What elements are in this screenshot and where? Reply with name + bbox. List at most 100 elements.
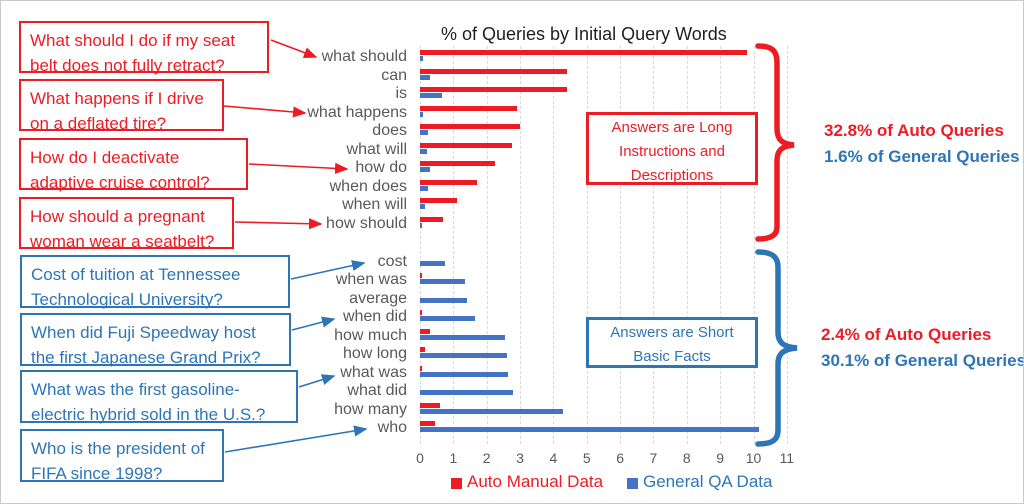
bar-auto-manual [420,421,435,427]
bar-auto-manual [420,105,517,111]
callout-line: What was the first gasoline- [31,380,240,399]
legend-label-general: General QA Data [643,472,773,491]
bar-auto-manual [420,402,440,408]
bar-auto-manual [420,328,430,334]
x-tick-label: 0 [416,450,424,466]
callout-line: the first Japanese Grand Prix? [31,348,261,367]
x-tick-label: 10 [745,450,762,466]
bar-general-qa [420,111,424,117]
x-tick-label: 1 [449,450,458,466]
summary-top: 32.8% of Auto Queries 1.6% of General Qu… [824,118,1020,170]
gridline [586,46,588,446]
bar-general-qa [420,148,427,154]
callout-line: Who is the president of [31,439,205,458]
category-label: how do [355,159,407,177]
x-tick-label: 4 [549,450,558,466]
note-short-answers: Answers are Short Basic Facts [586,317,758,368]
bar-general-qa [420,93,442,99]
gridline [553,46,555,446]
callout-box-what-happens: What happens if I drive on a deflated ti… [19,79,224,133]
category-label: what should [321,48,407,65]
legend-label-auto: Auto Manual Data [467,472,604,491]
x-tick-label: 7 [649,450,658,466]
bar-auto-manual [420,68,567,74]
summary-top-general: 1.6% of General Queries [824,147,1020,166]
bar-general-qa [420,74,430,80]
category-label: does [372,122,407,140]
summary-bottom: 2.4% of Auto Queries 30.1% of General Qu… [821,322,1023,374]
callout-box-how-do: How do I deactivate adaptive cruise cont… [19,138,248,192]
callout-line: FIFA since 1998? [31,464,163,483]
category-label: when will [342,196,407,214]
category-label: average [349,289,407,307]
bar-auto-manual [420,273,422,279]
category-label: when does [329,177,407,195]
gridline [720,46,722,446]
bar-auto-manual [420,161,496,167]
callout-box-when-did: When did Fuji Speedway host the first Ja… [20,313,291,367]
summary-top-auto: 32.8% of Auto Queries [824,121,1004,140]
gridline [753,46,755,446]
note-line: Basic Facts [633,348,711,365]
note-line: Answers are Short [610,324,734,341]
callout-box-what-should: What should I do if my seat belt does no… [19,21,269,75]
note-line: Instructions and [619,143,725,160]
bar-auto-manual [420,347,425,353]
gridline [420,46,421,446]
bar-auto-manual [420,124,521,130]
bar-auto-manual [420,365,422,371]
bar-general-qa [420,297,467,303]
gridline [786,46,788,446]
bar-general-qa [420,56,424,61]
callout-box-cost: Cost of tuition at Tennessee Technologic… [20,255,290,309]
callout-line: How do I deactivate [30,148,180,167]
category-label: can [381,66,407,84]
bar-general-qa [420,167,430,173]
bar-auto-manual [420,50,747,55]
callout-line: Technological University? [31,290,223,309]
x-tick-label: 9 [716,450,725,466]
bar-general-qa [420,316,476,322]
bar-general-qa [420,279,466,285]
bar-auto-manual [420,198,457,204]
bar-auto-manual [420,310,422,316]
category-label: who [377,419,407,437]
category-label: cost [377,253,407,270]
gridline [620,46,622,446]
bar-general-qa [420,130,429,136]
callout-line: belt does not fully retract? [30,56,225,75]
legend-swatch-general [627,478,638,489]
callout-line: electric hybrid sold in the U.S.? [31,405,266,424]
callout-line: When did Fuji Speedway host [31,323,256,342]
bar-general-qa [420,371,509,377]
note-line: Answers are Long [611,119,733,136]
category-label: how many [334,400,407,418]
bar-general-qa [420,222,422,228]
callout-line: How should a pregnant [30,207,205,226]
category-label: how long [342,345,407,363]
callout-box-who: Who is the president of FIFA since 1998? [20,429,224,483]
bar-auto-manual [420,87,567,93]
category-label: how much [334,326,407,344]
callout-line: woman wear a seatbelt? [30,232,215,251]
note-long-answers: Answers are Long Instructions and Descri… [586,112,758,185]
category-label: when was [335,271,407,289]
legend-swatch-auto [451,478,462,489]
gridline [653,46,655,446]
callout-box-how-should: How should a pregnant woman wear a seatb… [19,197,234,251]
bar-general-qa [420,261,445,266]
callout-line: on a deflated tire? [30,114,167,133]
x-tick-label: 3 [516,450,524,466]
category-label: what will [346,140,407,158]
x-tick-label: 6 [616,450,624,466]
bar-general-qa [420,390,514,396]
category-label: what was [340,363,407,381]
bar-general-qa [420,427,759,433]
bar-general-qa [420,204,425,210]
bar-auto-manual [420,216,444,222]
x-tick-label: 5 [582,450,591,466]
bar-auto-manual [420,179,477,185]
bar-general-qa [420,408,564,414]
